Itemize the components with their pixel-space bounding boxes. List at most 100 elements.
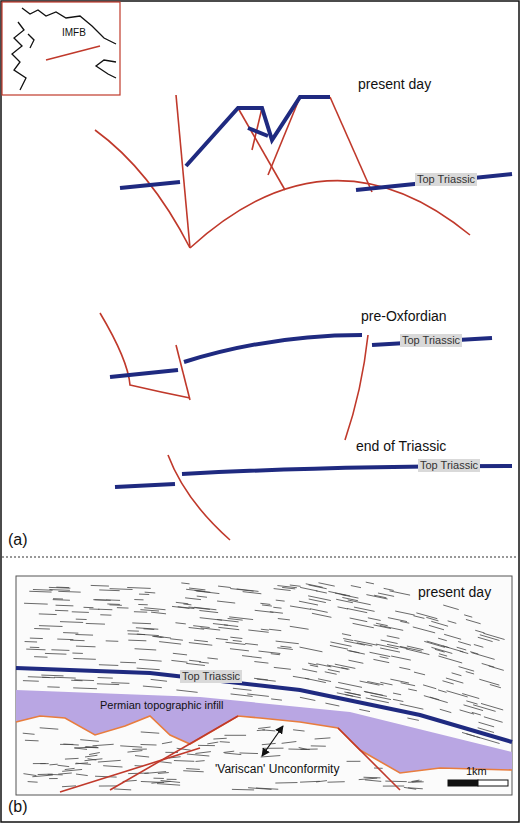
bedding-stroke — [389, 591, 410, 595]
bedding-stroke — [306, 584, 323, 588]
bedding-stroke — [290, 585, 301, 586]
bedding-stroke — [429, 625, 444, 629]
bedding-stroke — [426, 617, 438, 621]
bedding-stroke — [400, 621, 409, 623]
bedding-stroke — [172, 606, 189, 608]
bedding-stroke — [252, 657, 262, 658]
bedding-stroke — [144, 772, 166, 774]
fault — [168, 455, 230, 540]
top-triassic-horizon — [110, 335, 492, 377]
inset-frame — [2, 2, 120, 95]
bedding-stroke — [248, 630, 268, 632]
bedding-stroke — [316, 591, 327, 593]
bedding-stroke — [74, 747, 97, 749]
bedding-stroke — [154, 636, 164, 637]
bedding-stroke — [348, 660, 363, 663]
bedding-stroke — [229, 617, 253, 620]
bedding-stroke — [189, 660, 201, 661]
bedding-stroke — [312, 613, 331, 617]
bedding-stroke — [278, 619, 290, 620]
bedding-stroke — [197, 596, 207, 597]
bedding-stroke — [470, 652, 478, 654]
bedding-stroke — [84, 607, 94, 608]
bedding-stroke — [471, 653, 494, 660]
bedding-stroke — [299, 601, 318, 605]
bedding-stroke — [233, 640, 242, 641]
bedding-stroke — [380, 648, 400, 652]
bedding-stroke — [218, 627, 239, 629]
bedding-stroke — [452, 673, 462, 676]
bedding-stroke — [54, 677, 76, 679]
bedding-stroke — [99, 589, 119, 591]
bedding-stroke — [145, 592, 156, 594]
bedding-stroke — [404, 787, 416, 789]
bedding-stroke — [277, 586, 297, 588]
bedding-stroke — [408, 781, 424, 782]
bedding-stroke — [408, 689, 417, 691]
bedding-stroke — [393, 699, 403, 701]
bedding-stroke — [144, 608, 165, 610]
map-label: IMFB — [62, 27, 86, 39]
bedding-stroke — [38, 774, 53, 775]
bedding-stroke — [271, 654, 280, 655]
bedding-stroke — [58, 765, 70, 766]
bedding-stroke — [254, 662, 268, 664]
bedding-stroke — [73, 658, 95, 660]
bedding-stroke — [228, 618, 243, 620]
bedding-stroke — [359, 778, 378, 780]
bedding-stroke — [181, 582, 189, 584]
bedding-stroke — [23, 733, 35, 734]
panel-letter: (b) — [8, 797, 28, 816]
stage-title: present day — [358, 76, 431, 93]
bedding-stroke — [342, 634, 351, 636]
bedding-stroke — [300, 647, 323, 652]
bedding-stroke — [328, 591, 350, 596]
bedding-stroke — [414, 672, 425, 675]
bedding-stroke — [98, 609, 112, 611]
bedding-stroke — [127, 630, 139, 631]
bedding-stroke — [480, 635, 500, 641]
bedding-stroke — [23, 680, 39, 682]
bedding-stroke — [353, 623, 374, 627]
bedding-stroke — [29, 591, 51, 593]
bedding-stroke — [183, 771, 203, 772]
bedding-stroke — [106, 640, 119, 641]
bedding-stroke — [199, 662, 209, 663]
bedding-stroke — [275, 782, 297, 784]
bedding-stroke — [86, 623, 105, 625]
bedding-stroke — [390, 679, 409, 683]
bedding-stroke — [472, 712, 481, 715]
bedding-stroke — [183, 603, 191, 605]
bedding-stroke — [137, 668, 160, 670]
bedding-stroke — [350, 618, 368, 622]
bedding-stroke — [273, 607, 281, 609]
bedding-stroke — [483, 633, 504, 639]
bedding-stroke — [260, 603, 270, 604]
bedding-stroke — [276, 641, 299, 644]
bedding-stroke — [60, 621, 83, 623]
bedding-stroke — [230, 637, 242, 638]
bedding-stroke — [330, 642, 351, 646]
bedding-stroke — [300, 587, 317, 591]
bedding-stroke — [482, 663, 495, 667]
bedding-stroke — [239, 752, 257, 754]
bedding-stroke — [316, 664, 331, 667]
bedding-stroke — [293, 676, 309, 679]
bedding-stroke — [98, 677, 113, 679]
bedding-stroke — [413, 627, 435, 633]
bedding-stroke — [431, 621, 448, 626]
horizon-label: Top Triassic — [180, 670, 242, 683]
bedding-stroke — [63, 632, 78, 634]
bedding-stroke — [399, 667, 410, 669]
bedding-stroke — [141, 744, 157, 746]
bedding-stroke — [23, 774, 36, 776]
coastline — [12, 8, 116, 90]
bedding-stroke — [309, 599, 326, 603]
bedding-stroke — [424, 696, 448, 703]
scale-bar — [448, 780, 478, 786]
section-line — [46, 46, 100, 60]
bedding-stroke — [132, 749, 147, 750]
bedding-stroke — [138, 604, 147, 605]
bedding-stroke — [440, 709, 451, 712]
bedding-stroke — [248, 788, 271, 790]
